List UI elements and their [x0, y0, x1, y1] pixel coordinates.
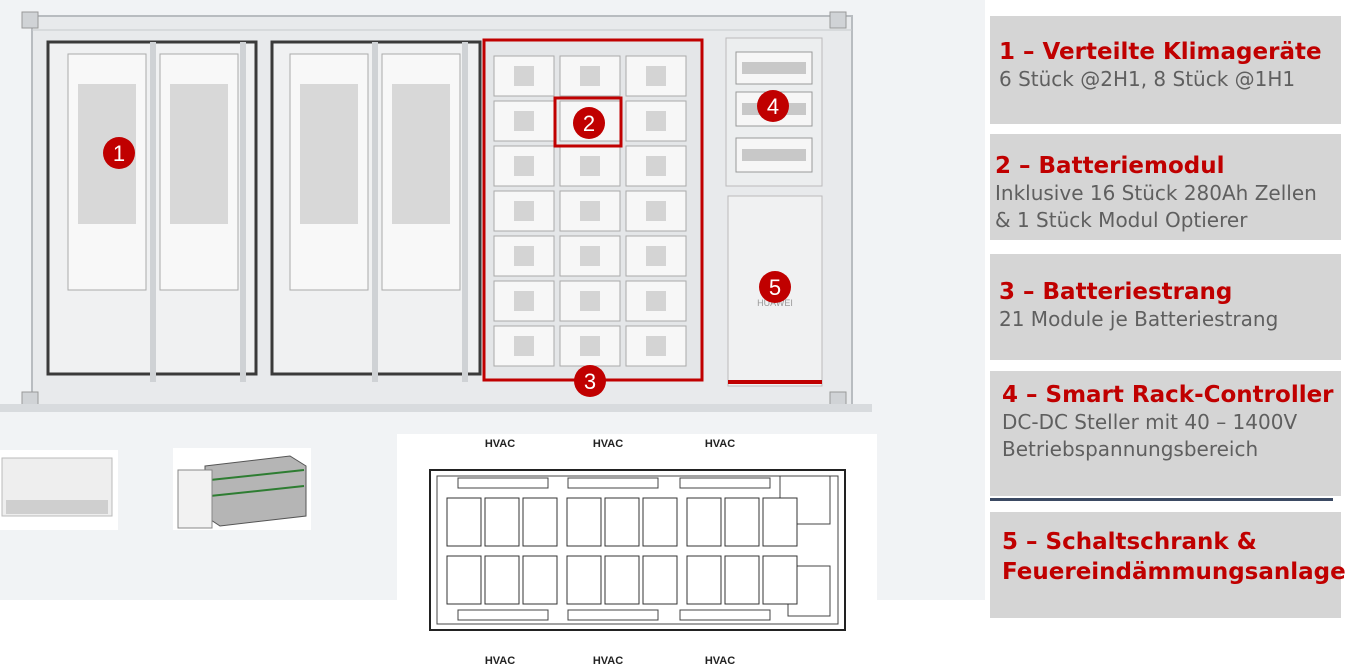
- battery-module-vent: [580, 201, 600, 221]
- plan-hvac-unit: [679, 609, 771, 621]
- hvac-label-top-2: HVAC: [593, 438, 623, 450]
- plan-rack: [604, 555, 640, 605]
- card-rack-controller: 4 – Smart Rack-Controller DC-DC Steller …: [990, 371, 1341, 496]
- battery-module: [493, 325, 555, 367]
- hvac-label-top-1: HVAC: [485, 438, 515, 450]
- card-switch-cabinet-title-2: Feuereindämmungsanlage: [1002, 559, 1346, 585]
- card-hvac-title: 1 – Verteilte Klimageräte: [999, 39, 1322, 65]
- plan-rack: [446, 497, 482, 547]
- rack-controller-thumbnail: [0, 450, 118, 530]
- card-battery-string-title: 3 – Batteriestrang: [999, 279, 1233, 305]
- plan-rack: [566, 555, 602, 605]
- plan-rack: [522, 497, 558, 547]
- marker-2: 2: [573, 107, 605, 139]
- battery-module-vent: [646, 66, 666, 86]
- battery-module-vent: [514, 66, 534, 86]
- battery-module-vent: [580, 246, 600, 266]
- battery-module-vent: [646, 201, 666, 221]
- battery-module-vent: [646, 156, 666, 176]
- card-rack-controller-title: 4 – Smart Rack-Controller: [1002, 382, 1334, 408]
- hvac-label-top-3: HVAC: [705, 438, 735, 450]
- card-switch-cabinet: 5 – Schaltschrank & Feuereindämmungsanla…: [990, 512, 1346, 618]
- plan-hvac-unit: [457, 477, 549, 489]
- floor-plan-battery-racks: [446, 477, 798, 621]
- plan-rack: [642, 497, 678, 547]
- battery-module-vent: [580, 336, 600, 356]
- plan-rack: [566, 497, 602, 547]
- hvac-label-bottom-3: HVAC: [705, 655, 735, 667]
- battery-module-vent: [646, 291, 666, 311]
- marker-5: 5: [759, 271, 791, 303]
- plan-rack: [724, 555, 760, 605]
- card-battery-string: 3 – Batteriestrang 21 Module je Batterie…: [990, 254, 1341, 360]
- card-battery-module: 2 – Batteriemodul Inklusive 16 Stück 280…: [990, 134, 1341, 240]
- hvac-label-bottom-2: HVAC: [593, 655, 623, 667]
- battery-module-vent: [646, 111, 666, 131]
- svg-text:5: 5: [769, 275, 781, 300]
- plan-hvac-unit: [567, 477, 659, 489]
- svg-text:4: 4: [767, 94, 779, 119]
- marker-3: 3: [574, 365, 606, 397]
- battery-module-vent: [646, 336, 666, 356]
- plan-rack: [642, 555, 678, 605]
- plan-rack: [522, 555, 558, 605]
- card-hvac: 1 – Verteilte Klimageräte 6 Stück @2H1, …: [990, 16, 1341, 124]
- battery-module-vent: [580, 156, 600, 176]
- card-rack-controller-line-2: Betriebspannungsbereich: [1002, 437, 1259, 461]
- container-front-view: HUAWEI: [0, 11, 872, 412]
- plan-rack: [686, 555, 722, 605]
- battery-module-vent: [580, 291, 600, 311]
- battery-module-grid: [493, 55, 687, 367]
- plan-rack: [762, 497, 798, 547]
- floor-plan: HVAC HVAC HVAC HVAC HVAC HVAC: [397, 434, 877, 667]
- battery-module-thumbnail: [173, 448, 311, 530]
- battery-module-vent: [514, 156, 534, 176]
- plan-rack: [484, 497, 520, 547]
- battery-module-vent: [514, 336, 534, 356]
- card-switch-cabinet-title-1: 5 – Schaltschrank &: [1002, 529, 1257, 555]
- card-battery-string-line-1: 21 Module je Batteriestrang: [999, 307, 1279, 331]
- plan-rack: [604, 497, 640, 547]
- plan-hvac-unit: [567, 609, 659, 621]
- battery-module-vent: [514, 201, 534, 221]
- card-separator: [990, 498, 1333, 501]
- battery-module-vent: [580, 66, 600, 86]
- marker-1: 1: [103, 137, 135, 169]
- battery-module-vent: [514, 111, 534, 131]
- svg-text:1: 1: [113, 141, 125, 166]
- battery-module-vent: [514, 291, 534, 311]
- battery-module-vent: [646, 246, 666, 266]
- battery-module: [625, 55, 687, 97]
- plan-hvac-unit: [457, 609, 549, 621]
- plan-hvac-unit: [679, 477, 771, 489]
- hvac-label-bottom-1: HVAC: [485, 655, 515, 667]
- svg-text:2: 2: [583, 111, 595, 136]
- battery-module: [625, 145, 687, 187]
- svg-text:3: 3: [584, 369, 596, 394]
- marker-4: 4: [757, 90, 789, 122]
- plan-rack: [484, 555, 520, 605]
- plan-rack: [686, 497, 722, 547]
- card-battery-module-title: 2 – Batteriemodul: [995, 153, 1225, 179]
- plan-rack: [724, 497, 760, 547]
- card-rack-controller-line-1: DC-DC Steller mit 40 – 1400V: [1002, 410, 1298, 434]
- plan-rack: [446, 555, 482, 605]
- battery-module-vent: [514, 246, 534, 266]
- card-battery-module-line-2: & 1 Stück Modul Optierer: [995, 208, 1248, 232]
- plan-rack: [762, 555, 798, 605]
- container-illustration: HUAWEI 1 2 3 4 5 HVAC: [0, 11, 877, 667]
- card-hvac-line-1: 6 Stück @2H1, 8 Stück @1H1: [999, 67, 1296, 91]
- card-battery-module-line-1: Inklusive 16 Stück 280Ah Zellen: [995, 181, 1317, 205]
